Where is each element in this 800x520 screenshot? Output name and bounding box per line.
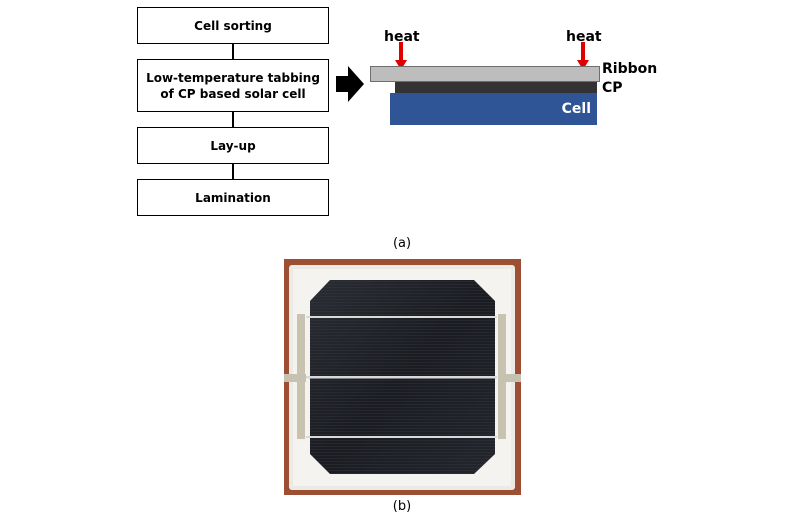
right-arrow-icon: [336, 66, 364, 102]
flow-connector: [232, 112, 234, 127]
heat-label-left: heat: [384, 29, 420, 45]
solar-cell-image: [284, 259, 521, 495]
cell-label: Cell: [561, 101, 591, 117]
flow-step-label: Lamination: [195, 190, 271, 205]
ribbon-label: Ribbon: [602, 61, 658, 77]
solar-cell-photo: [284, 259, 521, 495]
flow-step-cell-sorting: Cell sorting: [137, 7, 329, 44]
caption-a: (a): [392, 236, 412, 251]
flow-step-lay-up: Lay-up: [137, 127, 329, 164]
heat-arrow-icon: [395, 42, 407, 70]
heat-arrow-icon: [577, 42, 589, 70]
caption-b: (b): [392, 499, 412, 514]
cell-layer: Cell: [390, 93, 597, 125]
flow-step-label: Low-temperature tabbing of CP based sola…: [146, 70, 320, 101]
flow-step-label: Cell sorting: [194, 18, 272, 33]
flow-connector: [232, 164, 234, 179]
heat-label-right: heat: [566, 29, 602, 45]
flow-step-label: Lay-up: [210, 138, 256, 153]
flow-step-lamination: Lamination: [137, 179, 329, 216]
ribbon-layer: [370, 66, 600, 82]
flow-connector: [232, 44, 234, 59]
flow-step-low-temperature-tabbing: Low-temperature tabbing of CP based sola…: [137, 59, 329, 112]
cp-label: CP: [602, 80, 623, 96]
cp-layer: [395, 82, 597, 93]
